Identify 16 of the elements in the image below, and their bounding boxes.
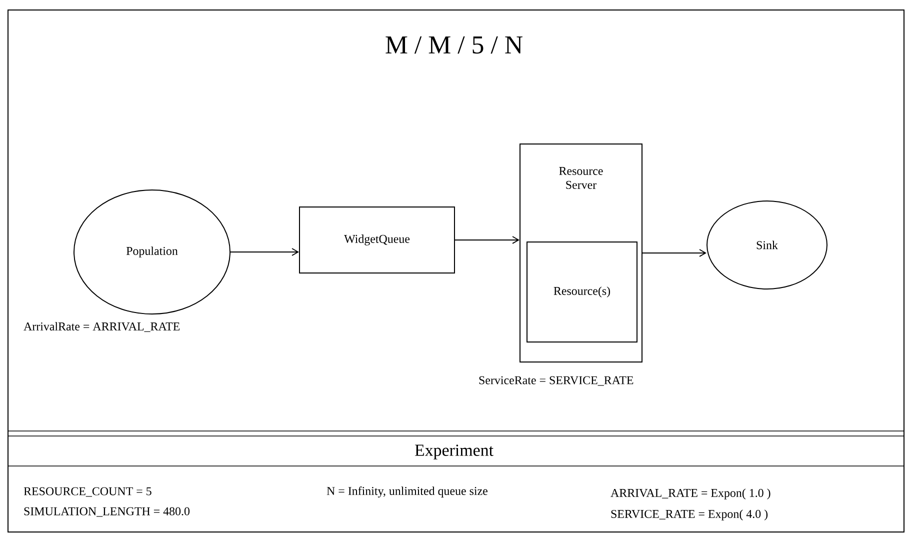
parameter-text: SERVICE_RATE = Expon( 4.0 ) [611, 510, 768, 520]
parameter-text: SIMULATION_LENGTH = 480.0 [24, 507, 190, 517]
parameter-text: RESOURCE_COUNT = 5 [24, 487, 152, 497]
parameter-text: ARRIVAL_RATE = Expon( 1.0 ) [610, 488, 770, 500]
parameter-text: N = Infinity, unlimited queue size [326, 486, 488, 498]
process-box: WidgetQueue [299, 206, 455, 274]
annotation: ArrivalRate = ARRIVAL_RATE [24, 322, 180, 332]
ellipse-node: Sink [706, 200, 828, 290]
annotation: ServiceRate = SERVICE_RATE [479, 376, 634, 386]
arrow [230, 248, 299, 256]
section-header: Experiment [414, 444, 494, 460]
process-box: Resource(s) [526, 242, 638, 342]
arrow [642, 249, 706, 257]
title: M / M / 5 / N [386, 36, 522, 54]
arrow [454, 236, 520, 244]
ellipse-node: Population [74, 190, 230, 314]
